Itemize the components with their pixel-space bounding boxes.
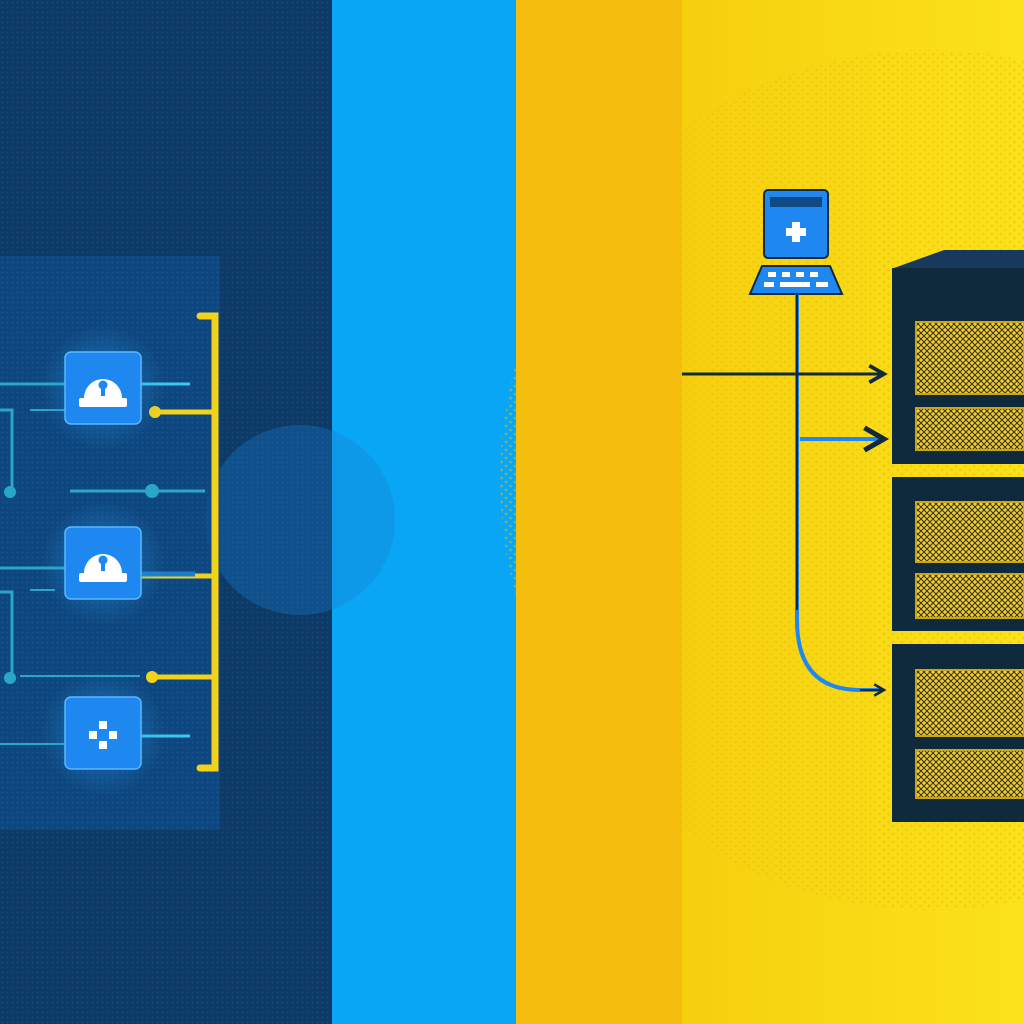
yellow-node [146,671,158,683]
teal-node [4,486,16,498]
right-server-panel [682,189,1024,822]
teal-line [0,590,14,678]
keyboard [748,265,844,295]
teal-node [4,672,16,684]
lock-icon [64,526,142,600]
yellow-bracket [196,312,219,772]
cross-icon [64,696,142,770]
teal-node [145,484,159,498]
lock-icon [64,351,142,425]
server-unit [892,268,1024,464]
teal-line [0,408,14,492]
server-unit [892,477,1024,631]
terminal-icon [748,189,844,295]
plus-icon [786,222,806,242]
vertical-data-line [795,294,882,692]
sky-blue-band [332,0,516,1024]
left-network-panel [0,256,220,830]
server-top [894,250,1024,268]
glow-circle [205,425,395,615]
server-unit [892,644,1024,822]
